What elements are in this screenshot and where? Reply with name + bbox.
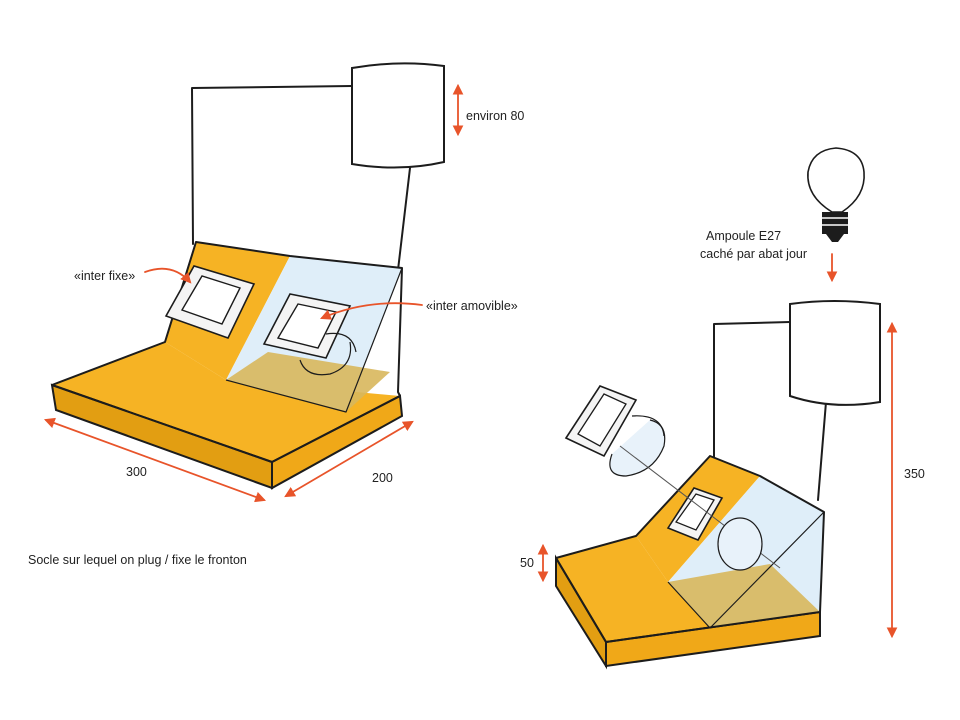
lampshade-left [351, 62, 445, 169]
base-top-right [556, 536, 820, 642]
dim-height-label: environ 80 [466, 109, 524, 123]
dim-depth-label: 200 [372, 471, 393, 485]
mount-ring [717, 517, 763, 571]
glass-floor-left [226, 352, 390, 412]
label-removable-switch: «inter amovible» [426, 299, 518, 313]
bulb-label-line1: Ampoule E27 [706, 229, 781, 243]
dim-width-label: 300 [126, 465, 147, 479]
pointer-fixed-switch [144, 267, 192, 284]
light-bulb-icon [807, 147, 865, 242]
bulb-label-line2: caché par abat jour [700, 247, 807, 261]
dim-base-height-label: 50 [520, 556, 534, 570]
label-fixed-switch: «inter fixe» [74, 269, 135, 283]
fixed-switch-right [666, 487, 724, 542]
dim-depth-left [284, 420, 414, 498]
glass-floor-right [668, 564, 820, 628]
lamp-arm-left [191, 85, 411, 271]
fixed-switch-left [164, 265, 256, 339]
lamp-arm-right [713, 321, 827, 501]
right-view: Ampoule E27 caché par abat jour 50 350 [520, 147, 925, 670]
left-view: environ 80 300 200 «inter fixe» «inter a… [28, 62, 524, 567]
caption-left: Socle sur lequel on plug / fixe le front… [28, 553, 247, 567]
dim-width-left [43, 417, 267, 503]
removable-switch-exploded [564, 385, 666, 477]
pointer-removable-switch [320, 302, 423, 320]
lampshade-right [789, 300, 881, 406]
dim-total-height-label: 350 [904, 467, 925, 481]
